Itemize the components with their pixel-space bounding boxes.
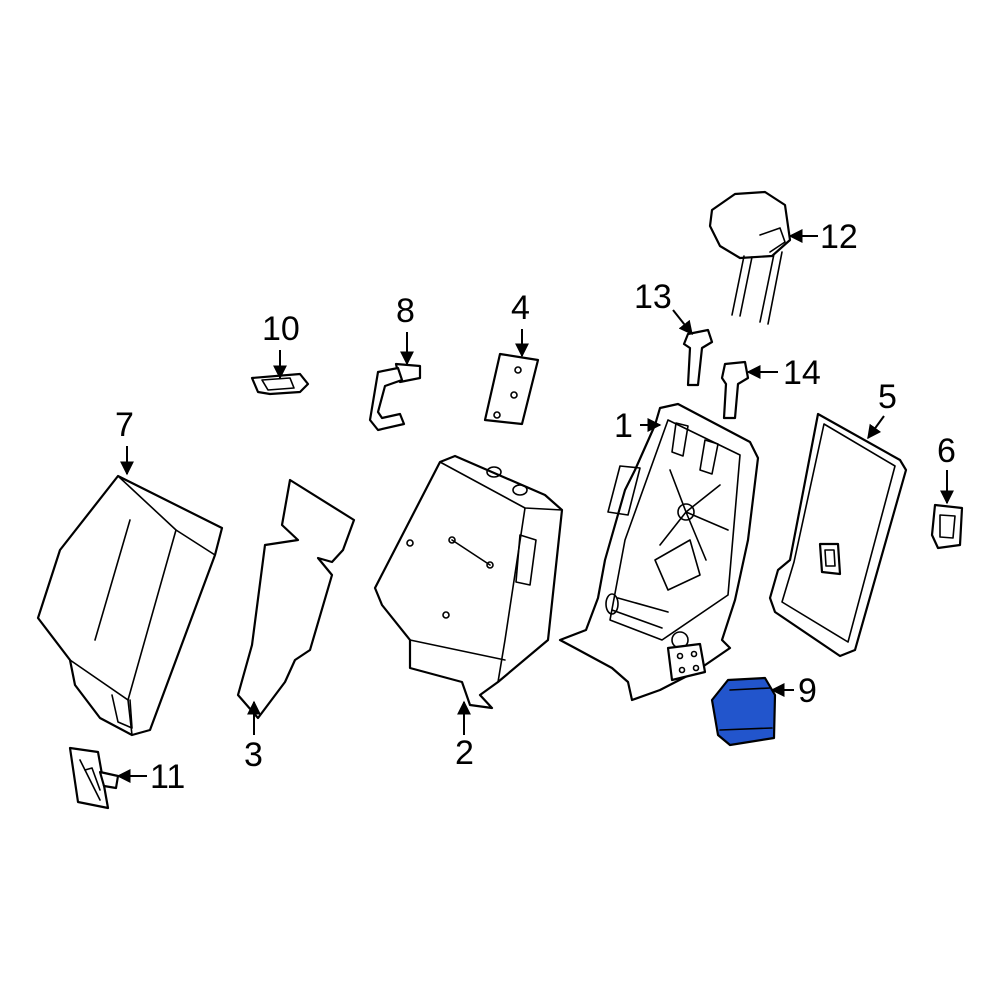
callout-leaders — [116, 229, 954, 783]
part-10-clip[interactable] — [250, 372, 310, 396]
part-3-pad[interactable] — [236, 478, 356, 720]
part-5-back-panel[interactable] — [768, 412, 908, 658]
callout-label-10: 10 — [262, 310, 300, 348]
part-9-highlighted-cover[interactable] — [710, 676, 777, 747]
callout-label-7: 7 — [115, 406, 134, 444]
part-4-bracket[interactable] — [483, 352, 540, 426]
part-2-seatback-panel[interactable] — [373, 454, 564, 710]
callout-label-6: 6 — [937, 432, 956, 470]
callout-label-9: 9 — [798, 672, 817, 710]
callout-label-4: 4 — [511, 289, 530, 327]
callout-label-2: 2 — [455, 734, 474, 772]
part-12-headrest[interactable] — [708, 190, 792, 325]
callout-label-8: 8 — [396, 292, 415, 330]
callout-label-1: 1 — [614, 407, 633, 445]
part-8-wire-harness[interactable] — [368, 362, 422, 432]
callout-label-3: 3 — [244, 736, 263, 774]
part-11-clip[interactable] — [68, 746, 120, 810]
callout-label-14: 14 — [783, 354, 821, 392]
part-13-headrest-guide[interactable] — [682, 328, 714, 387]
callout-label-12: 12 — [820, 218, 858, 256]
callout-label-13: 13 — [634, 278, 672, 316]
part-6-clip[interactable] — [930, 503, 964, 550]
part-14-headrest-guide[interactable] — [720, 360, 750, 420]
part-7-seatback-cushion[interactable] — [36, 474, 224, 737]
callout-label-11: 11 — [150, 758, 185, 796]
callout-label-5: 5 — [878, 378, 897, 416]
part-1-seatback-frame[interactable] — [558, 402, 760, 702]
